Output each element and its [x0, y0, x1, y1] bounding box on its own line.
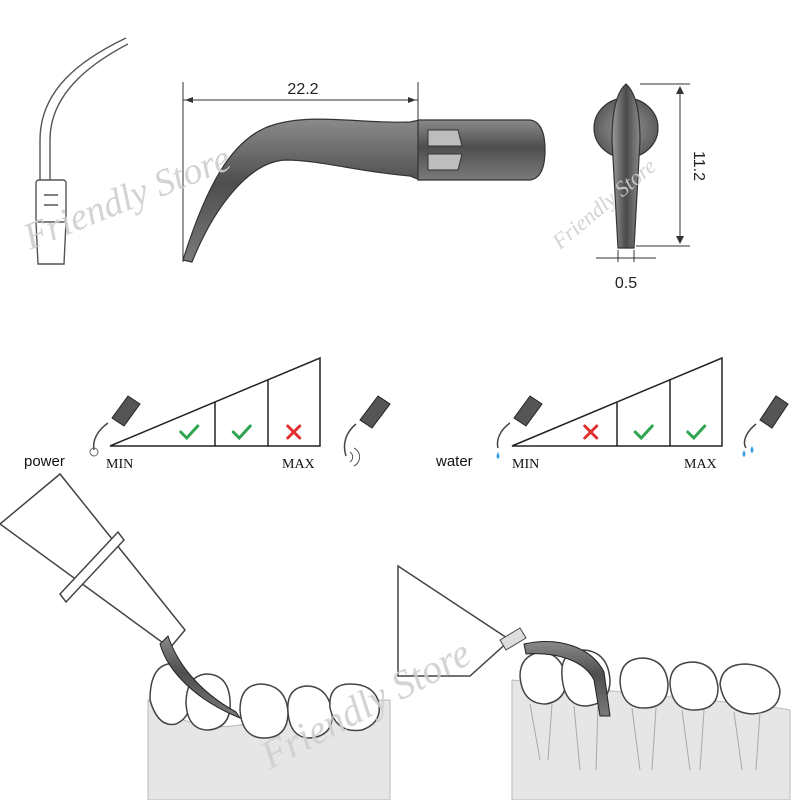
height-dimension: 11.2	[690, 151, 707, 181]
tip-side-view: 22.2	[182, 81, 546, 263]
power-label: power	[24, 453, 65, 470]
water-drops-icon	[742, 446, 754, 457]
water-label: water	[435, 453, 473, 470]
tip-width-dimension: 0.5	[615, 275, 637, 292]
water-check-icon	[633, 424, 654, 441]
low-power-handpiece-icon	[89, 395, 141, 457]
power-check-icon	[179, 424, 200, 441]
length-dimension: 22.2	[287, 81, 318, 98]
water-min-label: MIN	[512, 457, 539, 472]
water-cross-icon	[583, 424, 599, 440]
tip-outline-small	[35, 37, 129, 265]
tip-front-view: 11.2 0.5	[593, 83, 707, 292]
water-max-label: MAX	[684, 457, 717, 472]
water-check-icon	[686, 424, 707, 441]
high-power-handpiece-icon	[343, 395, 391, 467]
power-cross-icon	[286, 424, 302, 440]
water-drop-icon	[496, 452, 500, 459]
low-water-handpiece-icon	[496, 395, 543, 459]
power-scale: power MIN MAX	[24, 356, 391, 472]
svg-text:Friendly Store: Friendly Store	[546, 153, 660, 254]
high-water-handpiece-icon	[742, 395, 789, 457]
power-max-label: MAX	[282, 457, 315, 472]
usage-illustration-side	[397, 564, 791, 800]
power-min-label: MIN	[106, 457, 133, 472]
water-scale: water MIN MAX	[435, 356, 789, 472]
usage-illustration-front	[0, 472, 391, 800]
power-check-icon	[231, 424, 252, 441]
